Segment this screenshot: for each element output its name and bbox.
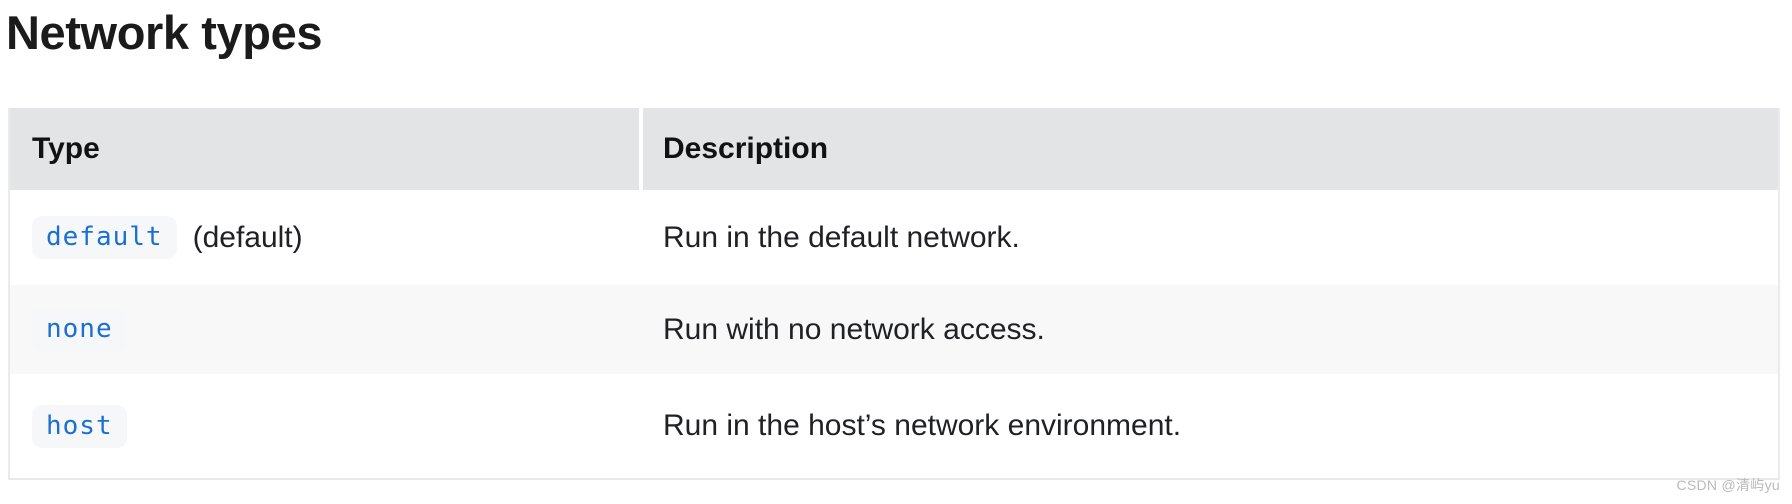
code-chip: none bbox=[32, 308, 127, 351]
type-cell: default (default) bbox=[10, 216, 643, 259]
row-description: Run with no network access. bbox=[663, 312, 1045, 346]
table-row: default (default) Run in the default net… bbox=[10, 190, 1778, 285]
column-header-description: Description bbox=[643, 108, 1778, 190]
table-row: host Run in the host’s network environme… bbox=[10, 374, 1778, 478]
column-header-type: Type bbox=[10, 108, 639, 190]
row-description: Run in the host’s network environment. bbox=[663, 409, 1182, 442]
default-suffix-label: (default) bbox=[192, 220, 303, 254]
code-chip: host bbox=[32, 404, 127, 448]
table-row: none Run with no network access. bbox=[10, 285, 1778, 374]
network-types-table: Type Description default (default) Run i… bbox=[8, 108, 1780, 480]
watermark: CSDN @清屿yu bbox=[1676, 477, 1780, 493]
type-cell: host bbox=[10, 404, 643, 448]
code-chip: default bbox=[32, 216, 177, 259]
table-header-row: Type Description bbox=[10, 108, 1778, 190]
type-cell: none bbox=[10, 308, 643, 351]
page-title: Network types bbox=[6, 6, 323, 59]
row-description: Run in the default network. bbox=[663, 220, 1020, 254]
